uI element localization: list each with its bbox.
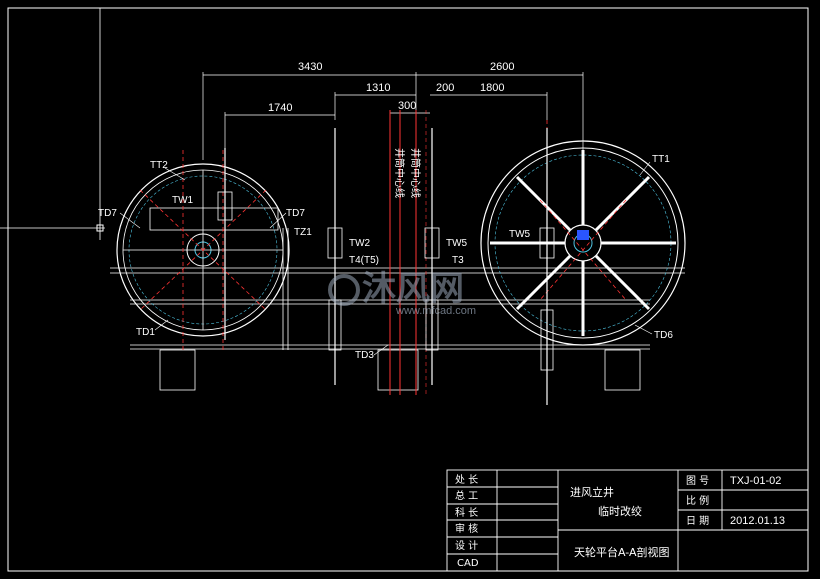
tb-drawing-title: 天轮平台A-A剖视图 bbox=[574, 545, 670, 559]
title-block bbox=[446, 469, 809, 572]
tag-t4t5: T4(T5) bbox=[349, 255, 379, 266]
tag-td7-left: TD7 bbox=[98, 208, 117, 219]
leader-lines bbox=[119, 161, 653, 356]
tb-row-design: 设 计 bbox=[455, 539, 478, 552]
winch-centerline-label: 井筒中心线 bbox=[409, 148, 422, 198]
dim-200: 200 bbox=[436, 82, 454, 94]
tb-date: 2012.01.13 bbox=[730, 515, 785, 527]
crosshair-box bbox=[96, 224, 104, 232]
dim-300: 300 bbox=[398, 100, 416, 112]
watermark-brand: 沐风网 bbox=[362, 269, 464, 309]
tag-td7-right: TD7 bbox=[286, 208, 305, 219]
tag-tw5-right: TW5 bbox=[509, 229, 531, 240]
shaft-centerline-label: 井筒中心线 bbox=[393, 148, 406, 198]
watermark-logo-icon bbox=[328, 274, 360, 306]
tb-project-line2: 临时改绞 bbox=[598, 504, 642, 518]
hoist-ropes bbox=[224, 128, 548, 405]
tb-project-line1: 进风立井 bbox=[570, 485, 614, 499]
shaft-centerlines bbox=[389, 110, 427, 395]
dimension-lines bbox=[202, 72, 584, 160]
dim-1800: 1800 bbox=[480, 82, 504, 94]
tb-row-cad: CAD bbox=[457, 558, 479, 569]
tag-td3: TD3 bbox=[355, 350, 374, 361]
watermark-url: www.mfcad.com bbox=[395, 305, 476, 317]
component-tags: TT2 TT1 TW1 TD7 TD7 TZ1 TW2 TW5 TW5 T4(T… bbox=[98, 154, 673, 361]
tb-row-chief-engineer: 总 工 bbox=[455, 489, 478, 502]
tag-td6: TD6 bbox=[654, 330, 673, 341]
tb-row-chief: 处 长 bbox=[455, 474, 478, 486]
tb-row-section-chief: 科 长 bbox=[455, 506, 478, 519]
tag-t3: T3 bbox=[452, 255, 464, 266]
tag-td1: TD1 bbox=[136, 327, 155, 338]
watermark: 沐风网 www.mfcad.com bbox=[328, 269, 476, 317]
dim-1310: 1310 bbox=[366, 82, 390, 94]
dim-2600: 2600 bbox=[490, 61, 514, 73]
tb-label-scale: 比 例 bbox=[686, 494, 709, 507]
tag-tt2: TT2 bbox=[150, 160, 168, 171]
title-block-text: 处 长 总 工 科 长 审 核 设 计 CAD 进风立井 临时改绞 天轮平台A-… bbox=[455, 474, 785, 569]
drawing-border bbox=[7, 7, 809, 572]
left-sheave-tt2 bbox=[116, 150, 290, 350]
dim-1740: 1740 bbox=[268, 102, 292, 114]
tag-tw5-mid: TW5 bbox=[446, 238, 468, 249]
tag-tw1: TW1 bbox=[172, 195, 194, 206]
dimension-labels: 3430 2600 1310 200 1800 1740 300 bbox=[268, 61, 514, 114]
tag-tw2: TW2 bbox=[349, 238, 371, 249]
tb-label-drawing-no: 图 号 bbox=[686, 475, 709, 487]
tag-tt1: TT1 bbox=[652, 154, 670, 165]
tb-label-date: 日 期 bbox=[686, 515, 709, 527]
tb-row-review: 审 核 bbox=[455, 522, 478, 535]
tb-drawing-no: TXJ-01-02 bbox=[730, 475, 781, 487]
dim-3430: 3430 bbox=[298, 61, 322, 73]
tag-tz1: TZ1 bbox=[294, 227, 312, 238]
